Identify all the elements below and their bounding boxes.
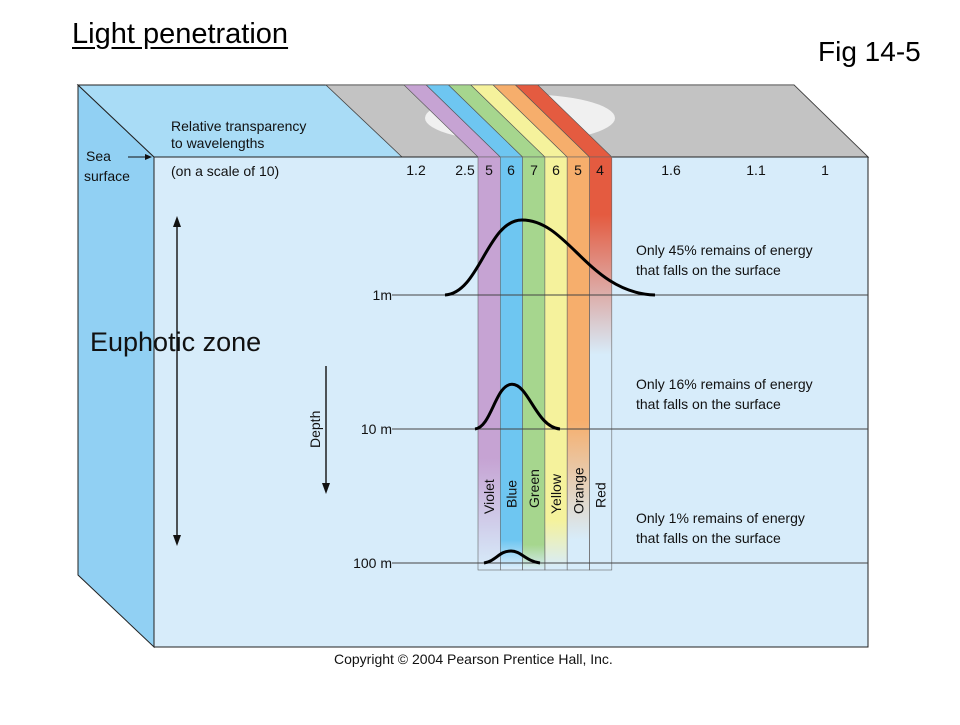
transparency-value: 1.2	[406, 162, 426, 178]
transparency-value: 6	[507, 162, 515, 178]
band-label-yellow: Yellow	[548, 473, 564, 514]
band-red	[589, 156, 613, 571]
depth-label: 10 m	[361, 421, 392, 437]
transparency-value: 2.5	[455, 162, 475, 178]
band-label-blue: Blue	[503, 480, 519, 508]
euphotic-zone-arrowhead-top	[173, 216, 181, 227]
sea-surface-label-line1: Sea	[86, 148, 111, 164]
energy-curve	[483, 549, 541, 565]
euphotic-zone-label: Euphotic zone	[90, 327, 261, 357]
energy-curve	[444, 218, 656, 297]
transparency-value: 7	[530, 162, 538, 178]
energy-note-line: Only 45% remains of energy	[636, 242, 813, 258]
depth-axis-label: Depth	[307, 411, 323, 448]
depth-axis-arrowhead	[322, 483, 330, 494]
transparency-value: 4	[596, 162, 604, 178]
band-label-red: Red	[593, 482, 609, 508]
transparency-label-line3: (on a scale of 10)	[171, 163, 279, 179]
sea-surface-label-line2: surface	[84, 168, 130, 184]
euphotic-zone-arrowhead-bottom	[173, 535, 181, 546]
figure-label: Fig 14-5	[818, 36, 921, 67]
transparency-label-line1: Relative transparency	[171, 118, 306, 134]
transparency-value: 5	[574, 162, 582, 178]
energy-note-line: Only 1% remains of energy	[636, 510, 805, 526]
energy-note-line: Only 16% remains of energy	[636, 376, 813, 392]
transparency-label-line2: to wavelengths	[171, 135, 264, 151]
sea-surface-arrowhead	[145, 154, 152, 160]
energy-curve	[474, 382, 561, 431]
copyright-notice: Copyright © 2004 Pearson Prentice Hall, …	[334, 651, 613, 667]
band-label-violet: Violet	[481, 479, 497, 514]
depth-label: 100 m	[353, 555, 392, 571]
energy-note-line: that falls on the surface	[636, 396, 781, 412]
energy-note-line: that falls on the surface	[636, 262, 781, 278]
transparency-value: 1	[821, 162, 829, 178]
transparency-value: 1.6	[661, 162, 681, 178]
band-label-green: Green	[526, 469, 542, 508]
transparency-value: 1.1	[746, 162, 766, 178]
transparency-value: 5	[485, 162, 493, 178]
depth-label: 1m	[373, 287, 392, 303]
energy-note-line: that falls on the surface	[636, 530, 781, 546]
transparency-value: 6	[552, 162, 560, 178]
band-label-orange: Orange	[570, 467, 586, 514]
page-title: Light penetration	[72, 18, 289, 50]
